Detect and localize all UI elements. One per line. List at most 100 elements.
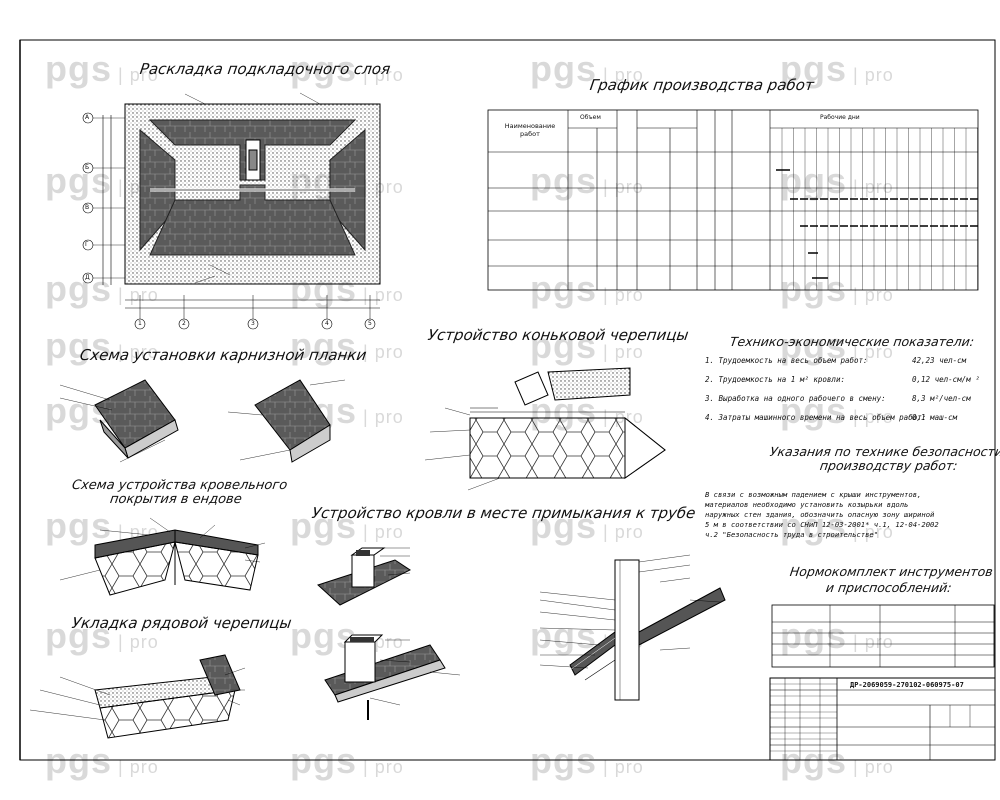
watermark: pgs| pro <box>45 268 159 310</box>
watermark-suffix: | pro <box>363 342 404 362</box>
watermark-brand: pgs <box>45 505 113 546</box>
watermark-suffix: | pro <box>118 632 159 652</box>
title-underlay-layout: Раскладка подкладочного слоя <box>138 60 392 78</box>
eave-strip-drawing <box>59 379 346 463</box>
watermark-suffix: | pro <box>603 65 644 85</box>
axis-letter-label: В <box>85 204 90 211</box>
watermark-brand: pgs <box>45 268 113 309</box>
axis-number-label: 4 <box>325 320 329 327</box>
watermark-suffix: | pro <box>118 65 159 85</box>
ridge-tile-drawing <box>424 367 666 491</box>
axis-letter-label: Б <box>85 164 90 171</box>
row-tile-drawing <box>29 654 246 739</box>
watermark-suffix: | pro <box>853 177 894 197</box>
axis-letter-label: Г <box>85 241 89 248</box>
tep-item-label: 1. Трудоемкость на весь объем работ: <box>705 356 868 365</box>
tools-table-grid <box>771 604 995 668</box>
axis-circle <box>178 318 190 330</box>
watermark-brand: pgs <box>290 505 358 546</box>
watermark: pgs| pro <box>290 325 404 367</box>
watermark-suffix: | pro <box>603 342 644 362</box>
watermark-brand: pgs <box>290 48 358 89</box>
schedule-header-days: Рабочие дни <box>820 114 860 121</box>
title-tools-2: и приспособлений: <box>824 580 953 595</box>
axis-circle <box>364 318 376 330</box>
watermark-brand: pgs <box>530 615 598 656</box>
pipe-bottom-drawing <box>324 634 461 720</box>
axis-letter-label: Д <box>85 274 90 281</box>
safety-text-line: 5 м в соответствии со СНиП 12-03-2001* ч… <box>705 520 939 529</box>
watermark-suffix: | pro <box>363 65 404 85</box>
watermark: pgs| pro <box>290 48 404 90</box>
watermark: pgs| pro <box>45 615 159 657</box>
axis-circle <box>82 239 94 251</box>
watermark-brand: pgs <box>530 160 598 201</box>
title-tools: Нормокомплект инструментов <box>788 564 994 579</box>
watermark: pgs| pro <box>780 325 894 367</box>
safety-text-line: материалов необходимо установить козырьк… <box>705 500 909 509</box>
stamp-code: ДР-2069059-270102-060975-07 <box>850 681 964 689</box>
watermark: pgs| pro <box>780 268 894 310</box>
watermark-suffix: | pro <box>363 757 404 777</box>
watermark: pgs| pro <box>780 390 894 432</box>
watermark: pgs| pro <box>45 48 159 90</box>
valley-drawing <box>59 517 266 596</box>
watermark-suffix: | pro <box>363 407 404 427</box>
axis-circle <box>247 318 259 330</box>
watermark-suffix: | pro <box>853 632 894 652</box>
watermark-brand: pgs <box>780 390 848 431</box>
watermark-suffix: | pro <box>853 522 894 542</box>
title-pipe-junction: Устройство кровли в месте примыкания к т… <box>310 504 697 522</box>
title-tep: Технико-экономические показатели: <box>728 334 976 349</box>
title-block-grid <box>769 677 996 761</box>
watermark-brand: pgs <box>780 325 848 366</box>
watermark-brand: pgs <box>530 268 598 309</box>
axis-circle <box>82 162 94 174</box>
watermark-brand: pgs <box>45 48 113 89</box>
watermark: pgs| pro <box>290 505 404 547</box>
watermark-suffix: | pro <box>603 522 644 542</box>
watermark-brand: pgs <box>780 48 848 89</box>
tep-item-value: 0,12 чел-см/м ² <box>912 375 980 384</box>
watermark-suffix: | pro <box>853 407 894 427</box>
safety-text-line: наружных стен здания, обозначить опасную… <box>705 510 935 519</box>
axis-letter-label: А <box>85 114 90 121</box>
title-row-tile: Укладка рядовой черепицы <box>70 614 293 632</box>
watermark-brand: pgs <box>780 505 848 546</box>
tep-item-value: 42,23 чел-см <box>912 356 967 365</box>
axis-number-label: 5 <box>368 320 372 327</box>
title-valley: Схема устройства кровельного <box>70 478 289 493</box>
tep-item-label: 4. Затраты машинного времени на весь объ… <box>705 413 927 422</box>
axis-circle <box>134 318 146 330</box>
title-valley-2: покрытия в ендове <box>108 492 243 507</box>
tep-item-label: 2. Трудоемкость на 1 м² кровли: <box>705 375 845 384</box>
watermark: pgs| pro <box>780 160 894 202</box>
watermark-brand: pgs <box>45 160 113 201</box>
watermark: pgs| pro <box>530 48 644 90</box>
title-safety: Указания по технике безопасности и <box>768 444 1000 459</box>
axis-number-label: 3 <box>251 320 255 327</box>
watermark-suffix: | pro <box>853 342 894 362</box>
watermark-suffix: | pro <box>853 65 894 85</box>
axis-circle <box>82 202 94 214</box>
schedule-header-volume: Объем <box>580 114 601 121</box>
schedule-table-grid <box>487 109 979 291</box>
tep-item-value: 8,3 м²/чел-см <box>912 394 971 403</box>
watermark: pgs| pro <box>780 48 894 90</box>
roof-plan-drawing <box>88 92 381 320</box>
tep-item-value: 0,1 маш-см <box>912 413 958 422</box>
watermark-brand: pgs <box>530 325 598 366</box>
watermark-suffix: | pro <box>363 522 404 542</box>
watermark-suffix: | pro <box>853 757 894 777</box>
watermark-brand: pgs <box>45 325 113 366</box>
axis-number-label: 2 <box>182 320 186 327</box>
watermark-brand: pgs <box>780 160 848 201</box>
title-eave-strip: Схема установки карнизной планки <box>78 346 368 364</box>
axis-circle <box>82 272 94 284</box>
safety-text-line: ч.2 "Безопасность труда в строительстве" <box>705 530 879 539</box>
safety-text-line: В связи с возможным падением с крыши инс… <box>705 490 922 499</box>
axis-circle <box>321 318 333 330</box>
axis-circle <box>82 112 94 124</box>
watermark: pgs| pro <box>530 160 644 202</box>
